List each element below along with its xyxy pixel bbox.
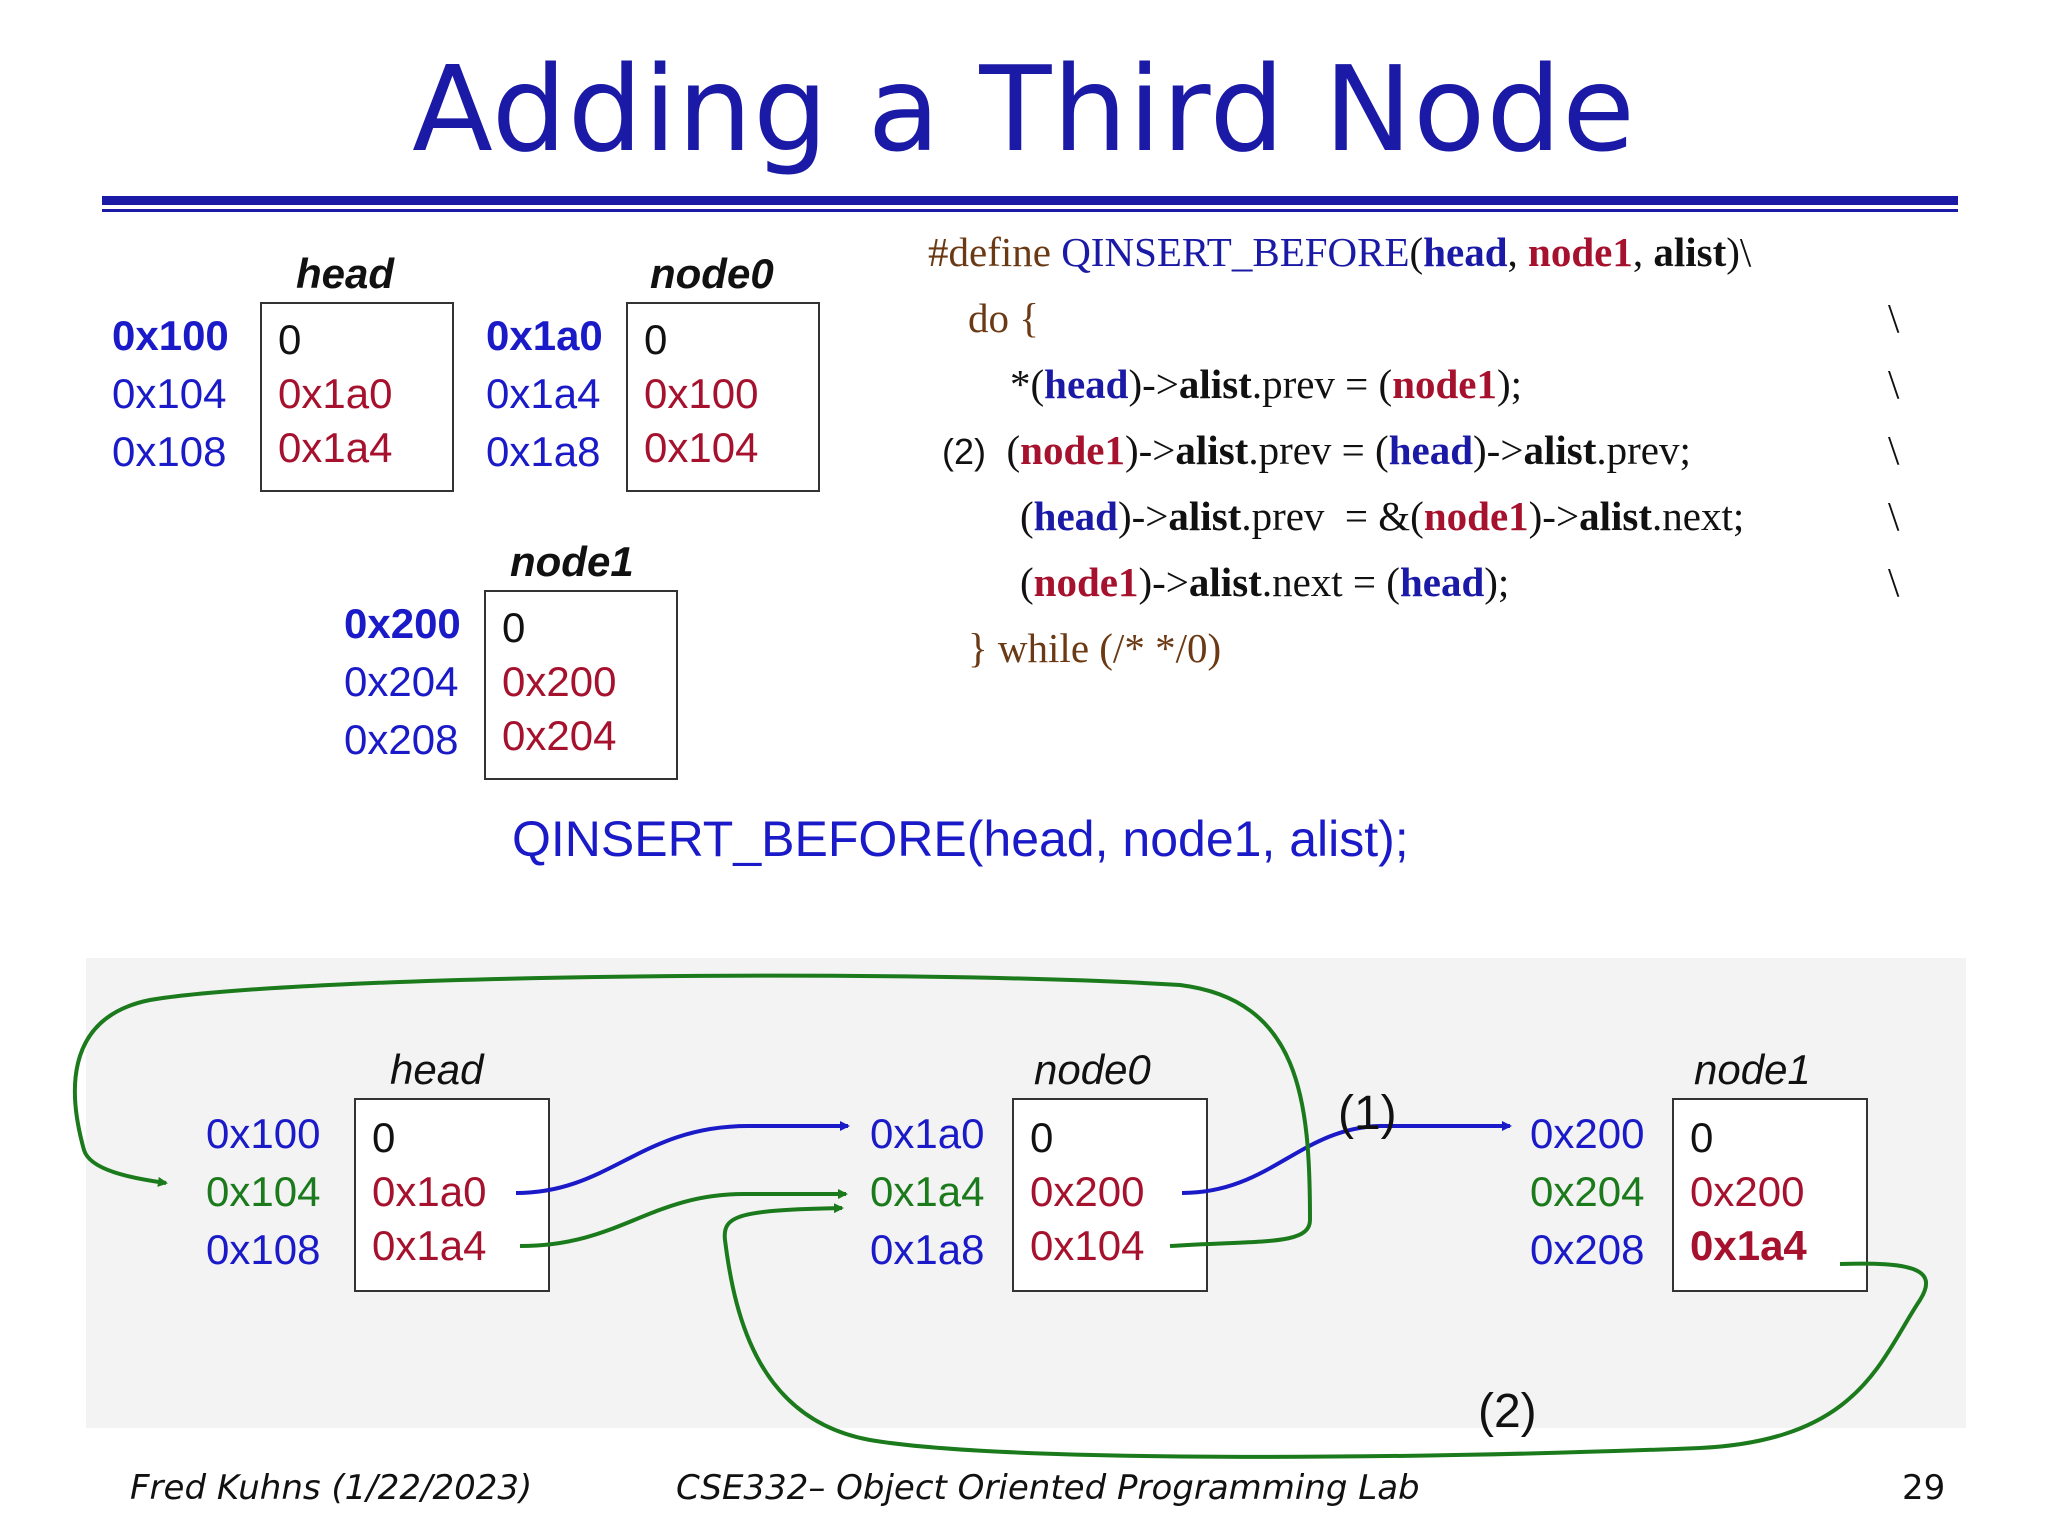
bottom-head-addr-1: 0x104 [206, 1168, 321, 1215]
top-head-val-1: 0x1a0 [278, 370, 393, 417]
top-node1-box [484, 590, 678, 780]
code-line-4: (node1)->alist.next = (head); [1020, 559, 1510, 605]
footer-course: CSE332– Object Oriented Programming Lab [676, 1468, 1420, 1508]
bottom-head-addr-2: 0x108 [206, 1226, 321, 1273]
bottom-head-val-1: 0x1a0 [372, 1168, 487, 1215]
bottom-node0-val-2: 0x104 [1030, 1222, 1145, 1269]
bottom-node1-box [1672, 1098, 1868, 1292]
top-head-label: head [296, 250, 395, 297]
top-head-val-2: 0x1a4 [278, 424, 393, 471]
title-rule-thick [102, 196, 1958, 205]
bottom-head-box [354, 1098, 550, 1292]
arrow-node1-prev-to-node0 [722, 1203, 1928, 1459]
code-line-define: #define QINSERT_BEFORE(head, node1, alis… [928, 229, 1752, 275]
code-bs-3: \ [1888, 427, 1900, 473]
top-node0-addr-1: 0x1a4 [486, 370, 601, 417]
bottom-node0-val-0: 0 [1030, 1114, 1054, 1161]
top-node1-label: node1 [510, 538, 634, 585]
step-1-label: (1) [1338, 1087, 1397, 1140]
bottom-node1-val-1: 0x200 [1690, 1168, 1805, 1215]
arrow-node0-next-to-node1 [1181, 1121, 1512, 1195]
macro-call: QINSERT_BEFORE(head, node1, alist); [512, 811, 1409, 867]
code-line-while: } while (/* */0) [968, 625, 1222, 671]
top-node1-val-0: 0 [502, 604, 526, 651]
footer-author: Fred Kuhns (1/22/2023) [130, 1468, 533, 1508]
code-bs-4: \ [1888, 493, 1900, 539]
bottom-head-label: head [390, 1046, 484, 1093]
code-bs-1: \ [1888, 295, 1900, 341]
bottom-node1-addr-1: 0x204 [1530, 1168, 1645, 1215]
bottom-node0-addr-2: 0x1a8 [870, 1226, 985, 1273]
bottom-node1-val-2: 0x1a4 [1690, 1222, 1807, 1269]
code-line-1: *(head)->alist.prev = (node1); [1010, 361, 1523, 407]
bottom-head-val-0: 0 [372, 1114, 396, 1161]
bottom-node1-addr-2: 0x208 [1530, 1226, 1645, 1273]
top-head-addr-2: 0x108 [112, 428, 227, 475]
code-bs-5: \ [1888, 559, 1900, 605]
top-head-box [260, 302, 454, 492]
bottom-node0-label: node0 [1034, 1046, 1151, 1093]
code-line-3: (head)->alist.prev = &(node1)->alist.nex… [1020, 493, 1745, 539]
top-node0-addr-0: 0x1a0 [486, 312, 603, 359]
top-node1-val-2: 0x204 [502, 712, 617, 759]
top-node1-addr-0: 0x200 [344, 600, 461, 647]
top-head-addr-0: 0x100 [112, 312, 229, 359]
top-node1-val-1: 0x200 [502, 658, 617, 705]
top-node1-addr-2: 0x208 [344, 716, 459, 763]
step-2-label: (2) [1478, 1385, 1537, 1438]
top-node0-val-2: 0x104 [644, 424, 759, 471]
top-node0-addr-2: 0x1a8 [486, 428, 601, 475]
code-line-do: do { [968, 295, 1039, 341]
title-rule-thin [102, 209, 1958, 212]
bottom-head-val-2: 0x1a4 [372, 1222, 487, 1269]
code-bs-2: \ [1888, 361, 1900, 407]
top-head-val-0: 0 [278, 316, 302, 363]
slide-title: Adding a Third Node [412, 40, 1636, 178]
arrow-head-prev-to-node0 [519, 1189, 848, 1248]
top-node0-label: node0 [650, 250, 774, 297]
bottom-node0-addr-0: 0x1a0 [870, 1110, 985, 1157]
top-head-addr-1: 0x104 [112, 370, 227, 417]
bottom-node1-addr-0: 0x200 [1530, 1110, 1645, 1157]
bottom-node0-box [1012, 1098, 1208, 1292]
bottom-node1-label: node1 [1694, 1046, 1811, 1093]
footer-page-number: 29 [1902, 1468, 1946, 1508]
code-line-2: (2) (node1)->alist.prev = (head)->alist.… [942, 427, 1691, 473]
bottom-node0-addr-1: 0x1a4 [870, 1168, 985, 1215]
arrow-node0-prev-to-head [72, 973, 1313, 1248]
top-node0-val-1: 0x100 [644, 370, 759, 417]
top-node1-addr-1: 0x204 [344, 658, 459, 705]
arrow-head-next-to-node0 [515, 1121, 850, 1195]
top-node0-box [626, 302, 820, 492]
top-node0-val-0: 0 [644, 316, 668, 363]
bottom-node0-val-1: 0x200 [1030, 1168, 1145, 1215]
bottom-head-addr-0: 0x100 [206, 1110, 321, 1157]
bottom-node1-val-0: 0 [1690, 1114, 1714, 1161]
